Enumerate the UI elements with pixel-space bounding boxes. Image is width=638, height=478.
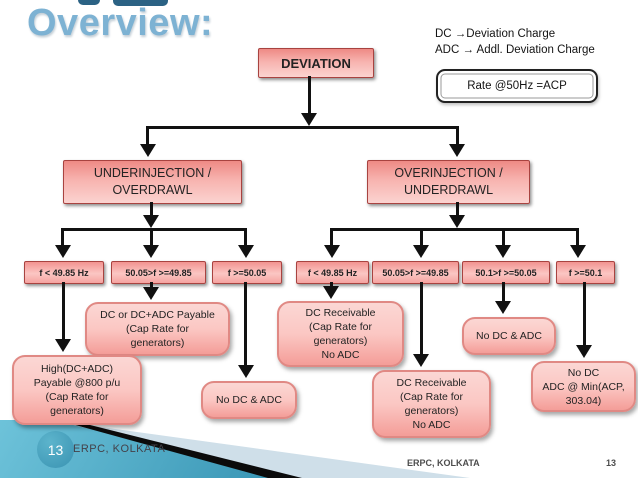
- arrowhead-icon: [449, 144, 465, 157]
- arrowhead-icon: [238, 365, 254, 378]
- condition-box-left-5005-f-4985: 50.05>f >=49.85: [111, 261, 206, 284]
- footer-left-org-label: ERPC, KOLKATA: [73, 443, 166, 455]
- page-number-badge: 13: [37, 431, 74, 468]
- arrowhead-icon: [323, 286, 339, 299]
- arrowhead-icon: [449, 215, 465, 228]
- connector-line: [146, 126, 459, 129]
- connector-line: [150, 202, 153, 215]
- connector-line: [583, 282, 586, 345]
- connector-line: [576, 228, 579, 245]
- connector-line: [330, 228, 579, 231]
- outcome-box-no-dc-adc-min: No DC ADC @ Min(ACP, 303.04): [531, 361, 636, 412]
- top-crop-artifact: [113, 0, 168, 6]
- footer-right-page-number: 13: [606, 458, 617, 468]
- connector-line: [150, 282, 153, 287]
- top-crop-artifact: [78, 0, 100, 5]
- arrowhead-icon: [413, 245, 429, 258]
- outcome-box-high-dc-adc: High(DC+ADC) Payable @800 p/u (Cap Rate …: [12, 355, 142, 425]
- arrowhead-icon: [570, 245, 586, 258]
- arrowhead-icon: [55, 339, 71, 352]
- connector-line: [456, 202, 459, 215]
- arrowhead-icon: [576, 345, 592, 358]
- page-title: Overview:: [27, 2, 214, 44]
- connector-line: [420, 282, 423, 354]
- connector-line: [330, 228, 333, 245]
- connector-line: [330, 282, 333, 286]
- arrowhead-icon: [140, 144, 156, 157]
- outcome-box-no-dc-adc-left: No DC & ADC: [201, 381, 297, 419]
- connector-line: [308, 76, 311, 113]
- legend-line2: ADC → Addl. Deviation Charge: [435, 44, 595, 56]
- arrowhead-icon: [495, 245, 511, 258]
- underinjection-overdrawl-box: UNDERINJECTION / OVERDRAWL: [63, 160, 242, 204]
- connector-line: [61, 228, 64, 245]
- outcome-box-no-dc-adc-right: No DC & ADC: [462, 317, 556, 355]
- arrowhead-icon: [495, 301, 511, 314]
- overinjection-underdrawl-box: OVERINJECTION / UNDERDRAWL: [367, 160, 530, 204]
- rate-note-label: Rate @50Hz =ACP: [467, 80, 567, 92]
- connector-line: [150, 228, 153, 245]
- legend-text: DC →Deviation Charge ADC → Addl. Deviati…: [435, 26, 595, 58]
- condition-box-right-5005-f-4985: 50.05>f >=49.85: [372, 261, 459, 284]
- connector-line: [456, 126, 459, 144]
- connector-line: [502, 282, 505, 301]
- rate-note-box: Rate @50Hz =ACP: [436, 69, 598, 103]
- arrowhead-icon: [143, 287, 159, 300]
- connector-line: [62, 282, 65, 339]
- arrowhead-icon: [413, 354, 429, 367]
- connector-line: [420, 228, 423, 245]
- arrowhead-icon: [324, 245, 340, 258]
- condition-box-left-f-ge-5005: f >=50.05: [212, 261, 282, 284]
- outcome-box-dc-receivable-2: DC Receivable (Cap Rate for generators) …: [372, 370, 491, 438]
- condition-box-right-501-f-5005: 50.1>f >=50.05: [462, 261, 550, 284]
- arrowhead-icon: [301, 113, 317, 126]
- condition-box-left-f-lt-4985: f < 49.85 Hz: [24, 261, 104, 284]
- footer-right-org-label: ERPC, KOLKATA: [407, 458, 480, 468]
- outcome-box-dc-or-dc-adc: DC or DC+ADC Payable (Cap Rate for gener…: [85, 302, 230, 356]
- connector-line: [61, 228, 247, 231]
- connector-line: [244, 228, 247, 245]
- connector-line: [146, 126, 149, 144]
- outcome-box-dc-receivable-1: DC Receivable (Cap Rate for generators) …: [277, 301, 404, 367]
- legend-line1: DC →Deviation Charge: [435, 28, 556, 40]
- condition-box-right-f-lt-4985: f < 49.85 Hz: [296, 261, 369, 284]
- arrowhead-icon: [143, 215, 159, 228]
- connector-line: [502, 228, 505, 245]
- arrowhead-icon: [238, 245, 254, 258]
- arrowhead-icon: [55, 245, 71, 258]
- footer-decoration: 13 ERPC, KOLKATA: [0, 415, 638, 478]
- condition-box-right-f-ge-501: f >=50.1: [556, 261, 615, 284]
- deviation-box: DEVIATION: [258, 48, 374, 78]
- arrowhead-icon: [143, 245, 159, 258]
- connector-line: [244, 282, 247, 365]
